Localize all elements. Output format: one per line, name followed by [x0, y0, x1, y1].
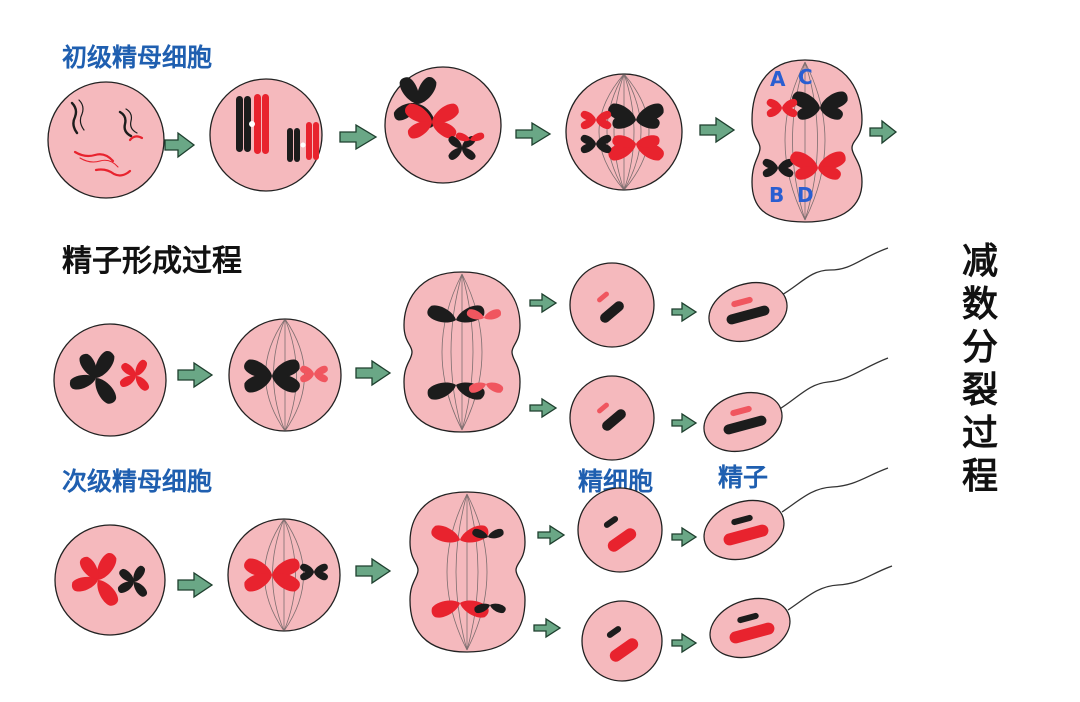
arrow-icon	[699, 116, 736, 144]
arrow-icon	[869, 119, 898, 145]
row-meiosis-2-red	[54, 467, 893, 682]
cell-anaphase-2	[403, 271, 521, 433]
sperm-4	[709, 565, 893, 659]
cell-diakinesis	[384, 66, 502, 184]
spermatogenesis-title: 精子形成过程	[62, 244, 242, 279]
letter-c: C	[798, 65, 813, 89]
letter-d: D	[797, 183, 814, 207]
meiosis-process-title: 减数分裂过程	[961, 241, 998, 497]
arrow-icon	[177, 361, 214, 389]
cell-leptotene	[47, 81, 165, 199]
sperm-3	[703, 467, 889, 561]
arrow-icon	[529, 397, 558, 419]
sperm-1	[708, 247, 889, 343]
cell-secondary-prophase	[53, 323, 167, 437]
sperm-label: 精子	[718, 463, 769, 492]
cell-anaphase-2-red	[409, 491, 526, 653]
arrow-icon	[515, 121, 552, 147]
cell-spermatid-2	[569, 375, 655, 461]
arrow-icon	[177, 571, 214, 599]
letter-b: B	[769, 183, 784, 207]
arrow-icon	[529, 292, 558, 314]
arrow-icon	[671, 412, 698, 434]
row-primary-spermatocyte: A C B D	[47, 59, 898, 223]
cell-spermatid-4	[581, 600, 663, 682]
sperm-2	[703, 357, 889, 453]
arrow-icon	[533, 617, 562, 639]
arrow-icon	[355, 557, 392, 585]
cell-anaphase-1: A C B D	[751, 59, 863, 223]
letter-a: A	[770, 67, 786, 91]
primary-spermatocyte-label: 初级精母细胞	[62, 43, 213, 72]
cell-spermatid-1	[569, 262, 655, 348]
row-meiosis-2-black	[53, 247, 889, 461]
arrow-icon	[355, 359, 392, 387]
arrow-icon	[671, 526, 698, 548]
cell-metaphase-1	[565, 73, 683, 191]
cell-metaphase-2-red	[227, 518, 341, 632]
arrow-icon	[671, 301, 698, 323]
cell-secondary-prophase-red	[54, 524, 166, 636]
arrow-icon	[339, 123, 378, 151]
arrow-icon	[537, 524, 566, 546]
cell-metaphase-2	[228, 318, 342, 432]
cell-spermatid-3	[577, 487, 663, 573]
cell-pachytene	[209, 78, 323, 192]
arrow-icon	[164, 131, 196, 159]
arrow-icon	[671, 632, 698, 654]
secondary-spermatocyte-label: 次级精母细胞	[62, 467, 213, 496]
